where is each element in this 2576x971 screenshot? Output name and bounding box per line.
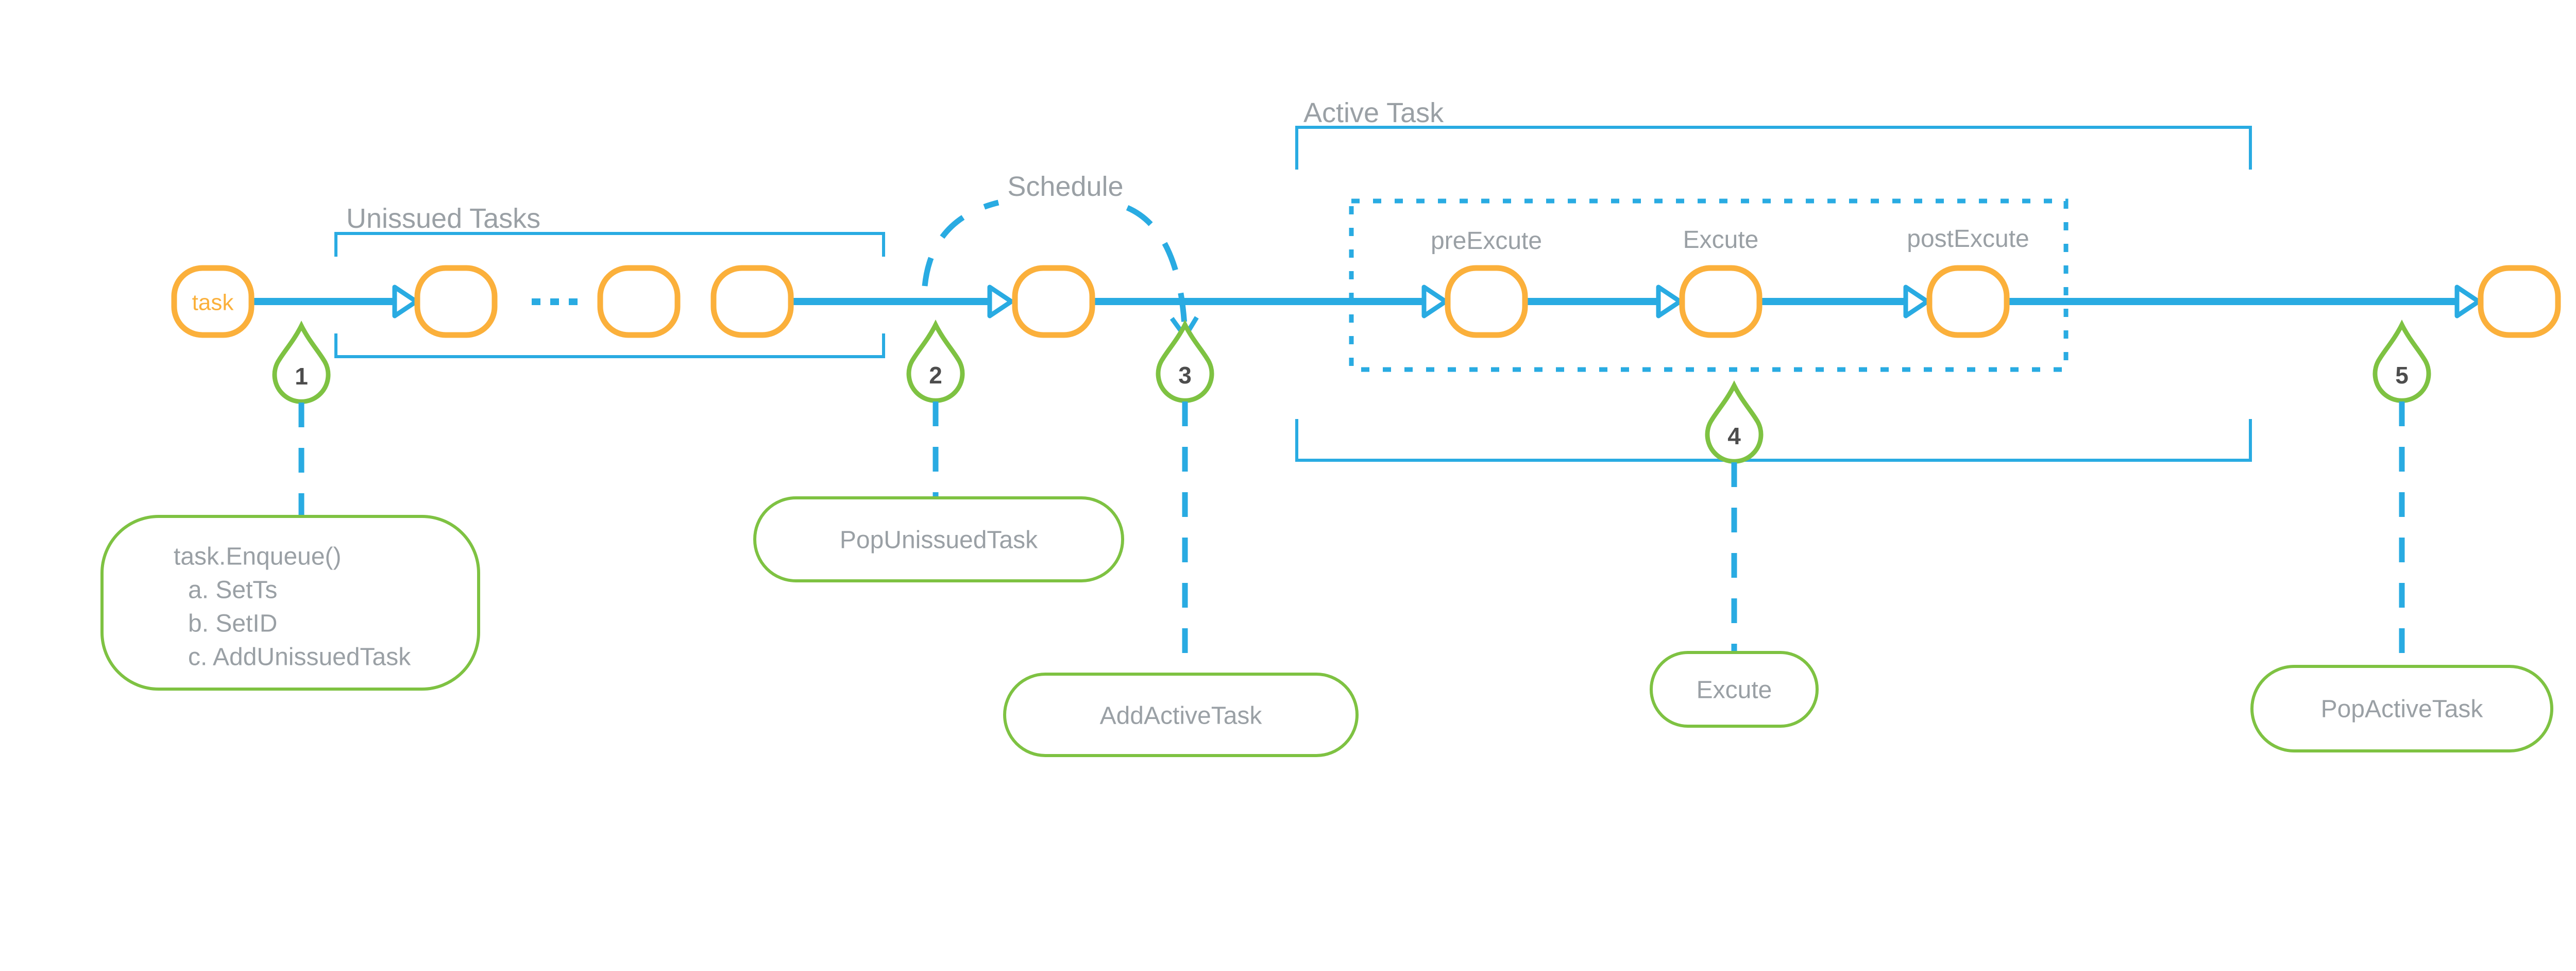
flow-arrows xyxy=(252,284,2481,319)
task-node xyxy=(171,265,255,338)
callout-enqueue: task.Enqueue() a. SetTs b. SetID c. AddU… xyxy=(100,515,480,691)
marker-1-number: 1 xyxy=(295,363,308,390)
callout-enqueue-box xyxy=(100,515,480,691)
flow-arrowhead-3-icon xyxy=(1421,284,1448,319)
schedule-arc-right-arrow-icon xyxy=(1126,205,1199,339)
ellipsis-dash xyxy=(532,298,540,305)
flow-arrowhead-5-icon xyxy=(1903,284,1930,319)
callout-pop-active-task: PopActiveTask xyxy=(2250,665,2553,752)
flow-nodes: task xyxy=(171,265,2561,338)
marker-1: 1 xyxy=(272,320,331,404)
callout-enqueue-line-2: a. SetTs xyxy=(188,577,277,604)
callout-pop-unissued-task: PopUnissuedTask xyxy=(753,496,1124,582)
execute-label: Excute xyxy=(1683,226,1759,254)
marker-5-number: 5 xyxy=(2395,362,2409,389)
marker-3-droplet-icon xyxy=(1156,319,1214,403)
marker-connectors xyxy=(298,401,2405,678)
callout-add-active-label: AddActiveTask xyxy=(1100,702,1263,730)
active-task-section: Active Task preExcute Excute postExcute xyxy=(1295,97,2252,462)
marker-2-number: 2 xyxy=(929,362,942,389)
step-markers: 1 2 3 4 5 xyxy=(272,319,2431,464)
marker-2-droplet-icon xyxy=(906,319,965,403)
schedule-label: Schedule xyxy=(1007,171,1123,202)
flow-arrowhead-6-icon xyxy=(2454,284,2481,319)
active-task-bracket-top xyxy=(1295,126,2252,170)
pre-execute-node xyxy=(1445,265,1528,338)
ellipsis-dash xyxy=(550,298,559,305)
marker-2: 2 xyxy=(906,319,965,403)
post-execute-node xyxy=(1926,265,2010,338)
callout-enqueue-line-1: task.Enqueue() xyxy=(174,543,342,571)
marker-4-droplet-icon xyxy=(1705,380,1764,464)
task-node-label: task xyxy=(192,290,234,315)
callout-execute-box xyxy=(1650,651,1819,728)
scheduled-node xyxy=(1012,265,1095,338)
unissued-node-2 xyxy=(597,265,681,338)
active-task-label: Active Task xyxy=(1303,97,1444,128)
callout-add-active-task: AddActiveTask xyxy=(1003,673,1359,757)
post-execute-label: postExcute xyxy=(1907,225,2029,253)
unissued-tasks-section: Unissued Tasks xyxy=(334,203,885,358)
execute-node xyxy=(1679,265,1762,338)
unissued-tasks-bracket-bottom xyxy=(334,333,885,358)
marker-5: 5 xyxy=(2372,319,2431,403)
unissued-tasks-label: Unissued Tasks xyxy=(346,203,540,234)
flow-arrowhead-2-icon xyxy=(987,284,1014,319)
pre-execute-label: preExcute xyxy=(1431,227,1542,255)
schedule-arc-left xyxy=(922,199,999,287)
ellipsis-dash xyxy=(569,298,578,305)
schedule-annotation: Schedule xyxy=(922,171,1199,339)
marker-4: 4 xyxy=(1705,380,1764,464)
queue-ellipsis-icon xyxy=(532,298,578,305)
callout-pop-unissued-label: PopUnissuedTask xyxy=(840,527,1038,554)
marker-3: 3 xyxy=(1156,319,1214,403)
active-task-bracket-bottom xyxy=(1295,419,2252,462)
unissued-node-1 xyxy=(414,265,498,338)
callout-pop-active-box xyxy=(2250,665,2553,752)
unissued-tasks-bracket-top xyxy=(334,232,885,257)
unissued-node-3 xyxy=(710,265,794,338)
callout-boxes: task.Enqueue() a. SetTs b. SetID c. AddU… xyxy=(100,496,2553,757)
active-task-dotted-box xyxy=(1349,198,2069,372)
marker-5-droplet-icon xyxy=(2372,319,2431,403)
callout-enqueue-line-3: b. SetID xyxy=(188,610,277,638)
callout-pop-active-label: PopActiveTask xyxy=(2321,696,2484,723)
callout-execute: Excute xyxy=(1650,651,1819,728)
callout-execute-label: Excute xyxy=(1697,677,1772,704)
callout-add-active-box xyxy=(1003,673,1359,757)
marker-3-number: 3 xyxy=(1178,362,1192,389)
finished-node xyxy=(2478,265,2561,338)
marker-4-number: 4 xyxy=(1727,423,1741,449)
flow-arrowhead-4-icon xyxy=(1656,284,1683,319)
flow-arrowhead-1-icon xyxy=(392,284,419,319)
marker-1-droplet-icon xyxy=(272,320,331,404)
callout-pop-unissued-box xyxy=(753,496,1124,582)
callout-enqueue-line-4: c. AddUnissuedTask xyxy=(188,644,411,671)
